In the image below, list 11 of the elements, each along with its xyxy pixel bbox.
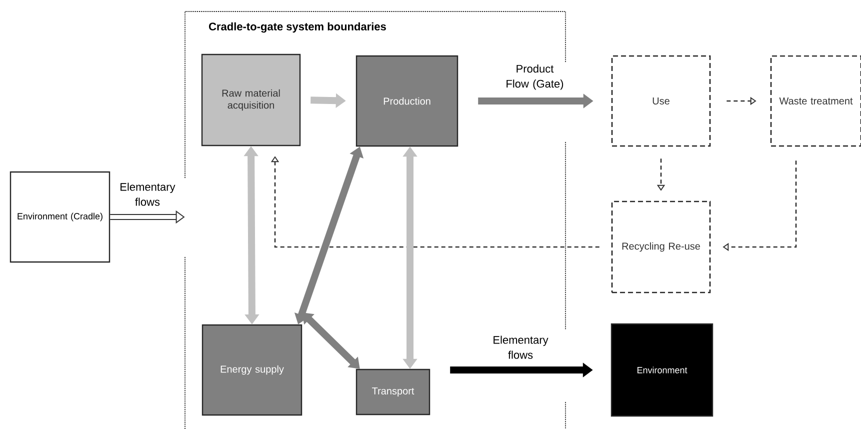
process-box: Use	[611, 55, 711, 147]
process-box: Energy supply	[202, 324, 302, 416]
process-box: Production	[356, 55, 458, 147]
edge-label: Elementary flows	[110, 182, 184, 207]
edge-label: Elementary flows	[484, 334, 558, 360]
environment-box: Environment (Cradle)	[10, 171, 110, 263]
process-box: Recycling Re-use	[611, 200, 711, 294]
environment-box: Environment	[610, 323, 714, 417]
process-box: Raw material acquisition	[201, 54, 301, 146]
process-box: Transport	[356, 368, 430, 416]
process-box: Waste treatment	[770, 55, 861, 147]
